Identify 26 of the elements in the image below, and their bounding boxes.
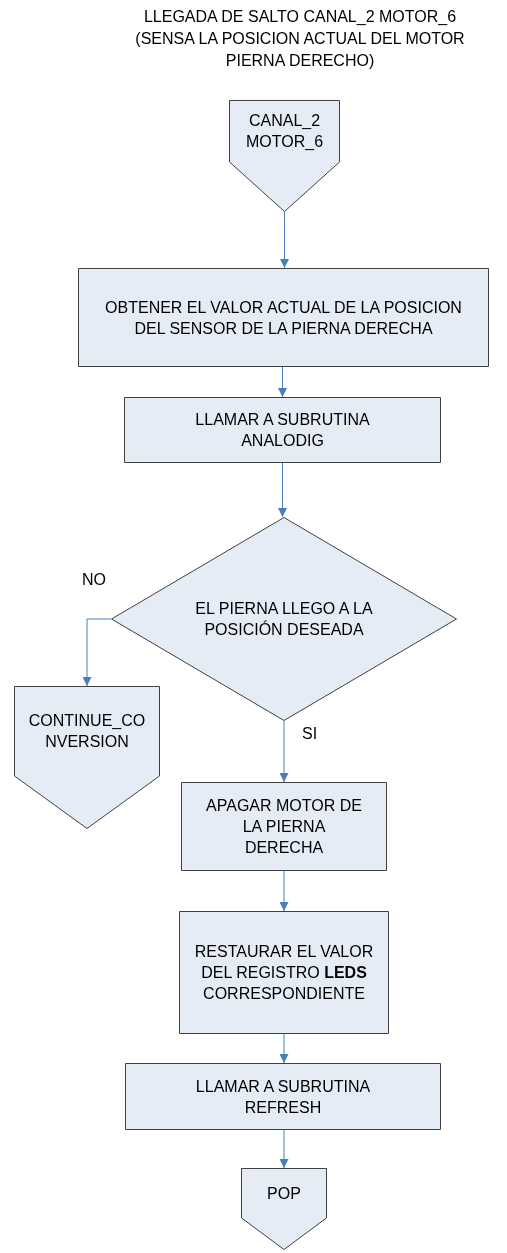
- node-text: EL PIERNA LLEGO A LA POSICIÓN DESEADA: [194, 599, 374, 640]
- arrow: [82, 618, 112, 687]
- arrow: [280, 211, 289, 269]
- process-box: [125, 1063, 441, 1130]
- arrow: [279, 1129, 289, 1169]
- node-text: LLAMAR A SUBRUTINA ANALODIG: [194, 410, 371, 451]
- node-text: RESTAURAR EL VALOR DEL REGISTRO LEDS CORRESPONDIENTE: [194, 942, 374, 1004]
- arrow: [278, 366, 287, 398]
- node-text: LLAMAR A SUBRUTINA REFRESH: [194, 1076, 372, 1118]
- node-text: APAGAR MOTOR DE LA PIERNA DERECHA: [205, 796, 363, 858]
- node-text: OBTENER EL VALOR ACTUAL DE LA POSICION DEL SENSOR DE LA PIERNA DERECHA: [104, 297, 463, 339]
- arrow: [278, 462, 287, 518]
- offpage-connector: [14, 686, 160, 829]
- process-box: [181, 782, 387, 871]
- node-text: POP: [267, 1183, 301, 1204]
- offpage-connector: [241, 1168, 327, 1250]
- node-text: CONTINUE_CONVERSION: [28, 711, 146, 752]
- arrow: [279, 1033, 289, 1064]
- offpage-connector: [229, 100, 340, 212]
- node-text: CANAL_2 MOTOR_6: [244, 111, 325, 152]
- diagram-title: LLEGADA DE SALTO CANAL_2 MOTOR_6 (SENSA LA POSICION ACTUAL DEL MOTOR PIERNA DERECHO): [134, 7, 466, 71]
- arrow: [279, 870, 289, 912]
- process-box: [179, 911, 389, 1034]
- process-box: [124, 397, 441, 463]
- arrow: [279, 720, 289, 783]
- process-box: [78, 268, 489, 367]
